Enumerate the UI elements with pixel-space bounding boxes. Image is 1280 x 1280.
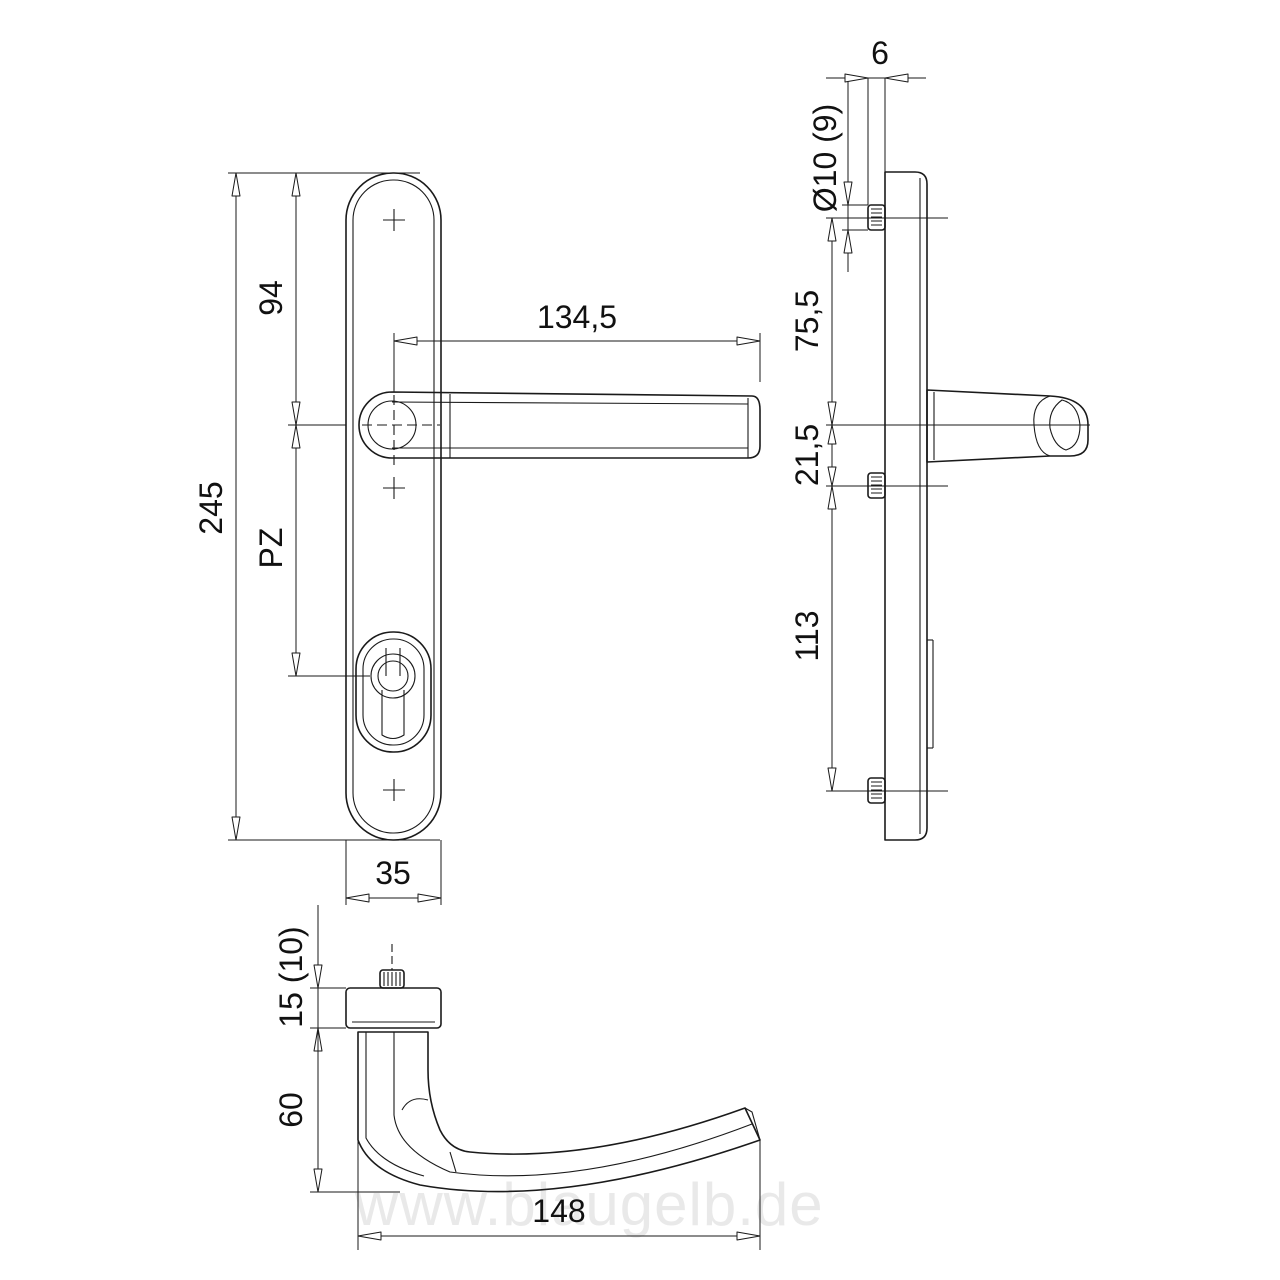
lever-handle-front (358, 380, 761, 470)
dim-screw-diameter: Ø10 (9) (807, 104, 843, 212)
lever-handle-side (926, 389, 1089, 463)
backplate-inner (352, 179, 435, 834)
lever-handle-top (357, 1031, 761, 1193)
dim-plate-width: 35 (375, 855, 411, 891)
front-view: 245 94 PZ 134,5 35 (193, 172, 761, 905)
dim-lever-length: 134,5 (537, 299, 617, 335)
dim-upper-offset: 94 (253, 280, 289, 316)
dim-rose-height: 15 (10) (273, 926, 309, 1027)
dim-screw-upper: 75,5 (789, 290, 825, 352)
top-view: 15 (10) 60 148 (273, 905, 761, 1250)
screw-thread-rose (379, 944, 405, 989)
screw-hole-bottom (383, 779, 405, 801)
dim-lever-reach: 148 (532, 1193, 585, 1229)
rose (345, 987, 442, 1029)
side-plate (884, 171, 928, 841)
dim-screw-lower: 113 (789, 610, 825, 661)
backplate-outline (345, 172, 442, 841)
screw-hole-top (383, 209, 405, 231)
dim-total-height: 245 (193, 481, 229, 534)
dim-screw-mid: 21,5 (789, 424, 825, 486)
dim-thickness: 6 (871, 35, 889, 71)
side-view: 6 Ø10 (9) 75,5 21,5 113 (789, 35, 1090, 841)
screw-hole-middle (383, 477, 405, 499)
cylinder-hole (355, 631, 432, 753)
dim-lever-drop: 60 (273, 1092, 309, 1128)
watermark: www.blaugelb.de (354, 1171, 824, 1238)
dim-pz: PZ (253, 528, 289, 569)
